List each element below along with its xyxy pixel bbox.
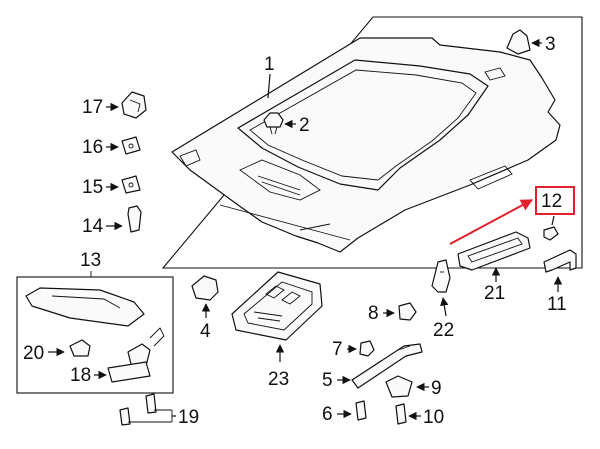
callout-label-7: 7 <box>332 339 343 360</box>
part-2-clip: 2 <box>263 112 310 136</box>
callout-label-9: 9 <box>431 378 442 399</box>
callout-label-8: 8 <box>368 303 379 324</box>
callout-label-14: 14 <box>82 216 104 237</box>
callout-label-3: 3 <box>545 34 556 55</box>
part-21-handle: 21 <box>457 231 531 304</box>
callout-label-4: 4 <box>200 321 211 342</box>
callout-label-21: 21 <box>484 283 505 304</box>
part-20-bulb: 20 <box>23 343 65 364</box>
callout-label-5: 5 <box>322 370 333 391</box>
callout-label-15: 15 <box>82 177 103 198</box>
part-8-nut: 8 <box>368 302 417 324</box>
highlight-box <box>535 186 575 215</box>
part-12-screw: 12 <box>449 186 575 245</box>
callout-1: 1 <box>264 54 275 99</box>
part-14-fastener: 14 <box>82 205 142 237</box>
callout-label-22: 22 <box>433 320 454 341</box>
callout-label-2: 2 <box>299 115 310 136</box>
part-5-bracket: 5 <box>322 343 423 391</box>
part-15-pad: 15 <box>82 175 141 198</box>
callout-label-6: 6 <box>322 404 333 425</box>
sun-visor-group: 13 <box>16 250 174 394</box>
part-17-bracket: 17 <box>82 91 147 119</box>
part-3-clip: 3 <box>506 29 556 55</box>
callout-label-1: 1 <box>264 54 275 75</box>
part-19-fasteners: 19 <box>119 393 199 428</box>
callout-label-20: 20 <box>23 343 44 364</box>
part-22-hook: 22 <box>431 259 454 341</box>
callout-label-18: 18 <box>70 365 91 386</box>
callout-label-10: 10 <box>423 407 444 428</box>
callout-label-11: 11 <box>547 294 567 315</box>
part-10-fastener: 10 <box>395 403 444 428</box>
part-16-pad: 16 <box>82 136 141 158</box>
part-6-fastener: 6 <box>322 400 367 425</box>
callout-label-19: 19 <box>178 407 199 428</box>
callout-label-12: 12 <box>541 191 562 212</box>
part-18-lamp: 18 <box>70 365 107 386</box>
part-4-clip: 4 <box>191 275 219 342</box>
visor-frame <box>16 276 174 394</box>
callout-label-13: 13 <box>80 250 101 271</box>
callout-label-17: 17 <box>82 97 103 118</box>
part-7-clip: 7 <box>332 339 375 360</box>
callout-label-16: 16 <box>82 137 103 158</box>
headliner-panel <box>171 37 561 253</box>
part-23-console: 23 <box>231 271 323 390</box>
highlight-pointer <box>449 199 534 245</box>
part-9-cover: 9 <box>385 375 442 399</box>
part-11-bracket: 11 <box>543 249 577 315</box>
callout-label-23: 23 <box>268 369 289 390</box>
